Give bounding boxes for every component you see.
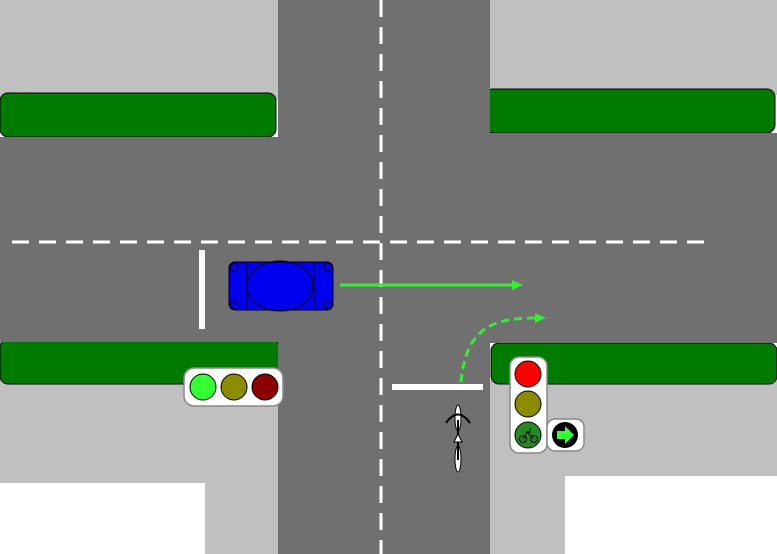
bicycle-light-yellow [514,390,542,418]
car-movement-arrow [340,280,523,290]
sidewalk-se-lower [490,476,565,554]
car-light-yellow [220,373,248,401]
bicycle-top-view-icon [445,404,471,473]
bicycle-symbol-icon [519,428,538,443]
car-traffic-light [183,367,284,407]
right-arrow-icon [557,426,574,444]
sidewalk-nw [0,0,278,100]
bicycle-movement-arrow [459,313,546,383]
road-horizontal-east-cap [490,133,777,343]
grass-nw [0,92,277,138]
car-light-red [251,373,279,401]
bicycle-traffic-light [509,356,585,454]
bicycle-light-green [514,421,542,449]
sidewalk-ne [485,0,777,95]
grass-ne [484,88,776,134]
car-top-view-icon [228,260,334,312]
bicycle-light-red [514,360,542,388]
car-light-green [189,373,217,401]
sidewalk-sw-lower [205,483,282,554]
